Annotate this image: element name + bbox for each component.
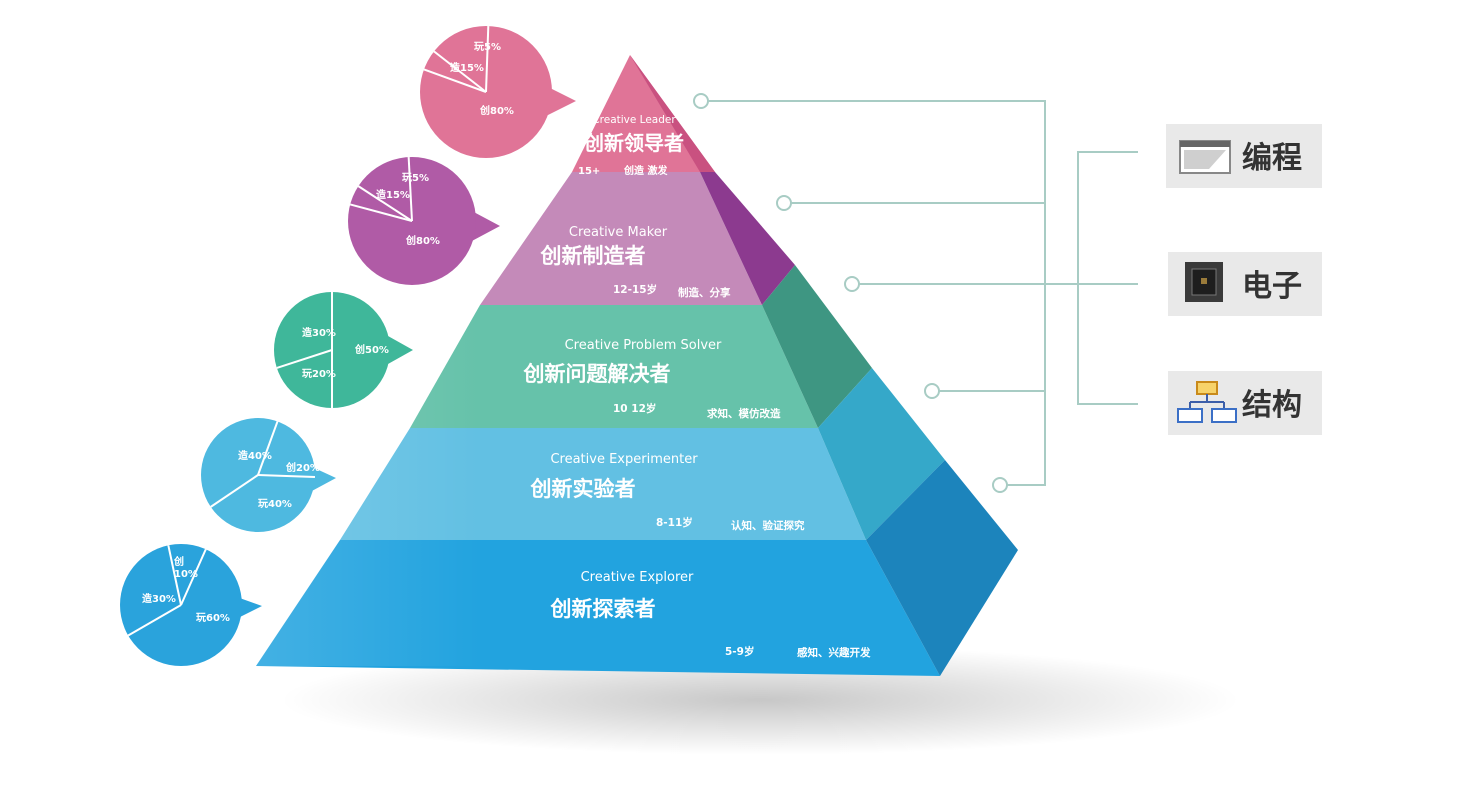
pie-slice-label: 玩40% — [258, 498, 292, 510]
level-cn-experimenter: 创新实验者 — [530, 477, 636, 501]
bubble-tail — [546, 86, 576, 116]
bubble-tail — [388, 336, 413, 364]
pie-bubble-5: 创10% 玩60% 造30% — [120, 544, 262, 666]
level-side-3 — [762, 265, 872, 428]
pie-slice-label: 创20% — [285, 461, 320, 474]
pie-slice-label: 玩5% — [402, 172, 429, 184]
level-age-experimenter: 8-11岁 — [656, 516, 693, 529]
bubble-tail — [470, 210, 500, 242]
category-label-electronics: 电子 — [1242, 269, 1302, 304]
pie-bubble-3: 创50% 玩20% 造30% — [274, 292, 413, 408]
pie-slice-label: 造30% — [142, 592, 176, 605]
level-desc-leader: 创造 激发 — [623, 164, 668, 177]
pie-slice-label: 玩5% — [474, 41, 501, 53]
pie-slice-label: 创80% — [479, 104, 514, 117]
pie-slice-label: 10% — [174, 569, 198, 580]
pie-slice-divider — [349, 203, 413, 222]
pie-slice-divider — [357, 185, 413, 222]
level-en-maker: Creative Maker — [569, 225, 668, 240]
pie-slice-divider — [257, 474, 316, 478]
level-en-experimenter: Creative Experimenter — [550, 452, 698, 467]
level-side-1 — [630, 55, 715, 172]
pie-bubble-2: 玩5% 造15% 创80% — [348, 157, 500, 285]
pie-slice-divider — [210, 474, 259, 508]
pie-bubbles: 玩5% 造15% 创80% 玩5% 造15% 创80% 创50% 玩20% 造30% 创20% 玩4… — [120, 26, 576, 666]
category-label-structure: 结构 — [1242, 388, 1302, 423]
level-cn-maker: 创新制造者 — [540, 244, 646, 268]
pie-slice-divider — [433, 50, 487, 93]
level-desc-experimenter: 认知、验证探究 — [731, 519, 805, 532]
category-electronics: 电子 — [1168, 252, 1322, 316]
level-age-solver: 10 12岁 — [613, 402, 656, 415]
level-desc-solver: 求知、模仿改造 — [707, 407, 781, 420]
category-label-programming: 编程 — [1242, 141, 1302, 176]
window-icon — [1179, 140, 1231, 174]
category-programming: 编程 — [1166, 124, 1322, 188]
pie-slice-label: 玩20% — [302, 368, 336, 380]
pie-slice-divider — [167, 545, 182, 606]
level-desc-explorer: 感知、兴趣开发 — [797, 646, 871, 659]
pie-slice-label: 造15% — [376, 188, 410, 201]
pyramid-shadow — [280, 645, 1240, 755]
pie-slice-divider — [180, 548, 207, 606]
pie-bubble-4: 创20% 玩40% 造40% — [201, 418, 336, 532]
pie-slice-divider — [423, 68, 487, 93]
level-side-2 — [700, 172, 795, 305]
pie-slice-label: 创80% — [405, 234, 440, 247]
level-desc-maker: 制造、分享 — [678, 286, 731, 299]
level-en-explorer: Creative Explorer — [581, 570, 694, 585]
level-cn-solver: 创新问题解决者 — [523, 362, 671, 386]
pie-slice-label: 创50% — [354, 343, 389, 356]
level-side-5 — [866, 460, 1018, 676]
pie-slice-label: 造15% — [450, 61, 484, 74]
level-side-4 — [818, 368, 945, 540]
level-cn-leader: 创新领导者 — [583, 131, 684, 155]
category-structure: 结构 — [1168, 371, 1322, 435]
pie-slice-divider — [257, 421, 279, 476]
chip-icon — [1185, 262, 1223, 302]
structure-icon — [1177, 381, 1237, 423]
level-en-solver: Creative Problem Solver — [565, 338, 722, 353]
pie-slice-label: 创 — [173, 555, 184, 568]
bubble-tail — [310, 466, 336, 492]
level-en-leader: Creative Leader — [592, 114, 676, 126]
connector-dots — [693, 93, 1008, 493]
pie-slice-label: 玩60% — [196, 612, 230, 624]
pie-slice-label: 造40% — [238, 449, 272, 462]
pie-slice-divider — [276, 349, 333, 369]
level-cn-explorer: 创新探索者 — [550, 597, 656, 621]
pie-bubble-1: 玩5% 造15% 创80% — [420, 26, 576, 158]
level-age-maker: 12-15岁 — [613, 283, 657, 296]
pie-slice-divider — [407, 157, 413, 222]
level-age-explorer: 5-9岁 — [725, 645, 754, 658]
connector-lines — [708, 100, 1138, 486]
pie-slice-label: 造30% — [302, 326, 336, 339]
pyramid-shine — [256, 55, 630, 666]
level-age-leader: 15+ — [578, 166, 600, 177]
pie-slice-divider — [127, 604, 182, 637]
pie-slice-divider — [485, 26, 490, 93]
